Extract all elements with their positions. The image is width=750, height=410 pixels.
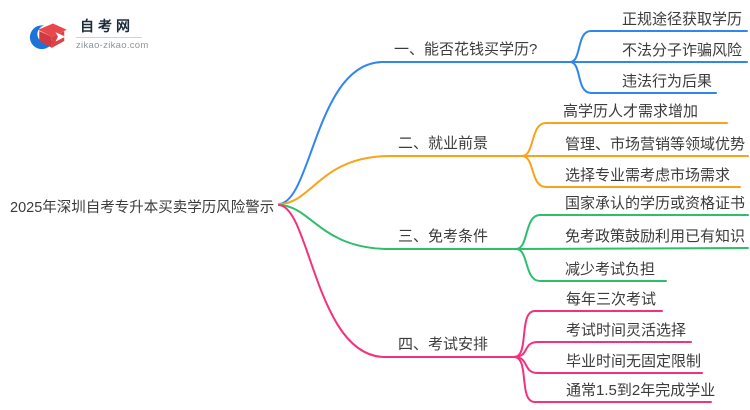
- branch-2-child-2-label[interactable]: 管理、市场营销等领域优势: [565, 136, 746, 153]
- branch-1-link: [278, 61, 571, 205]
- root-node-label[interactable]: 2025年深圳自考专升本买卖学历风险警示: [10, 200, 275, 216]
- branch-4-child-4-link: [513, 356, 712, 403]
- branch-1-child-1-label[interactable]: 正规途径获取学历: [622, 11, 743, 28]
- branch-3-label[interactable]: 三、免考条件: [398, 228, 489, 245]
- branch-4-child-4-label[interactable]: 通常1.5到2年完成学业: [566, 382, 716, 399]
- branch-3-child-2-link: [515, 247, 749, 250]
- branch-4-child-2-label[interactable]: 考试时间灵活选择: [566, 322, 687, 339]
- branch-2-child-1-link: [521, 122, 728, 157]
- branch-4-child-1-link: [513, 310, 663, 358]
- branch-4-child-3-label[interactable]: 毕业时间无固定限制: [566, 353, 702, 370]
- branch-2-label[interactable]: 二、就业前景: [398, 135, 489, 152]
- graduation-cap-icon: [29, 23, 67, 50]
- branch-1-child-3-label[interactable]: 违法行为后果: [622, 73, 713, 90]
- branch-4-child-1-label[interactable]: 每年三次考试: [566, 291, 657, 308]
- logo-divider: [76, 37, 142, 38]
- logo-title: 自考网: [80, 18, 134, 34]
- branch-4-label[interactable]: 四、考试安排: [398, 336, 489, 353]
- branch-1-label[interactable]: 一、能否花钱买学历?: [394, 41, 538, 58]
- branch-3-child-3-link: [515, 248, 667, 282]
- branch-1-child-3-link: [569, 61, 717, 94]
- branch-1-child-1-link: [569, 30, 748, 63]
- site-logo: 自考网 zikao-zikao.com: [28, 18, 149, 54]
- branch-2-child-1-label[interactable]: 高学历人才需求增加: [563, 103, 699, 120]
- branch-2-child-3-link: [521, 155, 741, 188]
- branch-2-child-3-label[interactable]: 选择专业需考虑市场需求: [565, 167, 731, 184]
- branch-4-link: [278, 204, 515, 358]
- branch-3-child-3-label[interactable]: 减少考试负担: [565, 261, 656, 278]
- branch-3-child-1-label[interactable]: 国家承认的学历或资格证书: [565, 195, 746, 212]
- logo-domain: zikao-zikao.com: [76, 40, 149, 51]
- branch-3-child-2-label[interactable]: 免考政策鼓励利用已有知识: [565, 228, 746, 245]
- branch-1-child-2-label[interactable]: 不法分子诈骗风险: [622, 42, 743, 59]
- branch-3-child-1-link: [515, 214, 749, 250]
- branch-3-link: [278, 204, 517, 250]
- branch-2-link: [278, 155, 523, 205]
